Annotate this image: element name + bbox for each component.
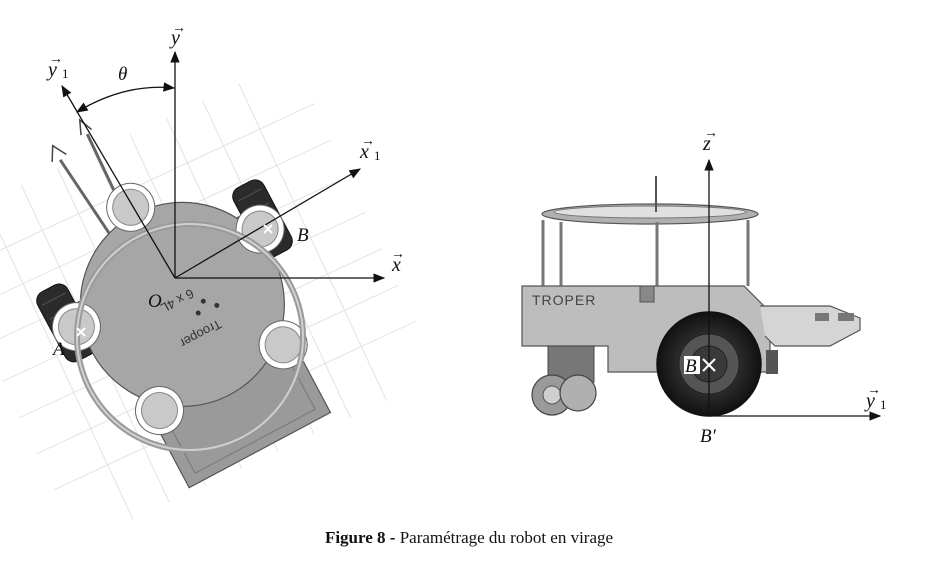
point-b-side-marker [702,358,716,372]
label-b-side: B [685,356,697,377]
left-top-view: 6 x 4L Trooper y → y 1 → θ x [0,21,416,520]
gripper-arm [760,305,861,347]
caption-text: Paramétrage du robot en virage [395,528,614,547]
right-side-view: TROPER z → y 1 → B B′ [521,126,887,447]
label-a: A [51,339,65,360]
svg-text:→: → [361,134,375,149]
label-y1-side-sub: 1 [880,397,887,412]
label-y1-sub: 1 [62,66,69,81]
svg-text:→: → [49,52,63,67]
label-b: B [297,225,309,246]
caster-wheel-2 [559,374,597,412]
theta-arc [75,82,176,113]
svg-text:→: → [867,383,881,398]
robot-top: 6 x 4L Trooper [36,118,332,489]
label-b-prime: B′ [700,426,717,447]
caption-number: Figure 8 - [324,528,396,547]
robot-label-side: TROPER [532,292,596,308]
svg-text:→: → [391,247,405,262]
svg-text:→: → [704,126,718,141]
label-theta: θ [118,64,127,85]
right-labels: z → y 1 → B B′ [685,126,887,447]
y1-axis [61,84,176,279]
label-y1-side: y [864,390,875,412]
figure-caption: Figure 8 - Paramétrage du robot en virag… [0,528,938,548]
point-a-marker [76,327,86,337]
label-z: z [702,133,711,155]
label-x1: x [359,141,369,163]
x1-axis [174,168,362,279]
point-b-marker [263,224,273,234]
label-y: y [169,27,180,49]
label-y1: y [46,59,57,81]
svg-text:→: → [172,21,186,36]
label-x1-sub: 1 [374,148,381,163]
label-x: x [391,254,401,276]
label-o: O [148,291,162,312]
left-labels: y → y 1 → θ x 1 → x → O A B [46,21,405,360]
